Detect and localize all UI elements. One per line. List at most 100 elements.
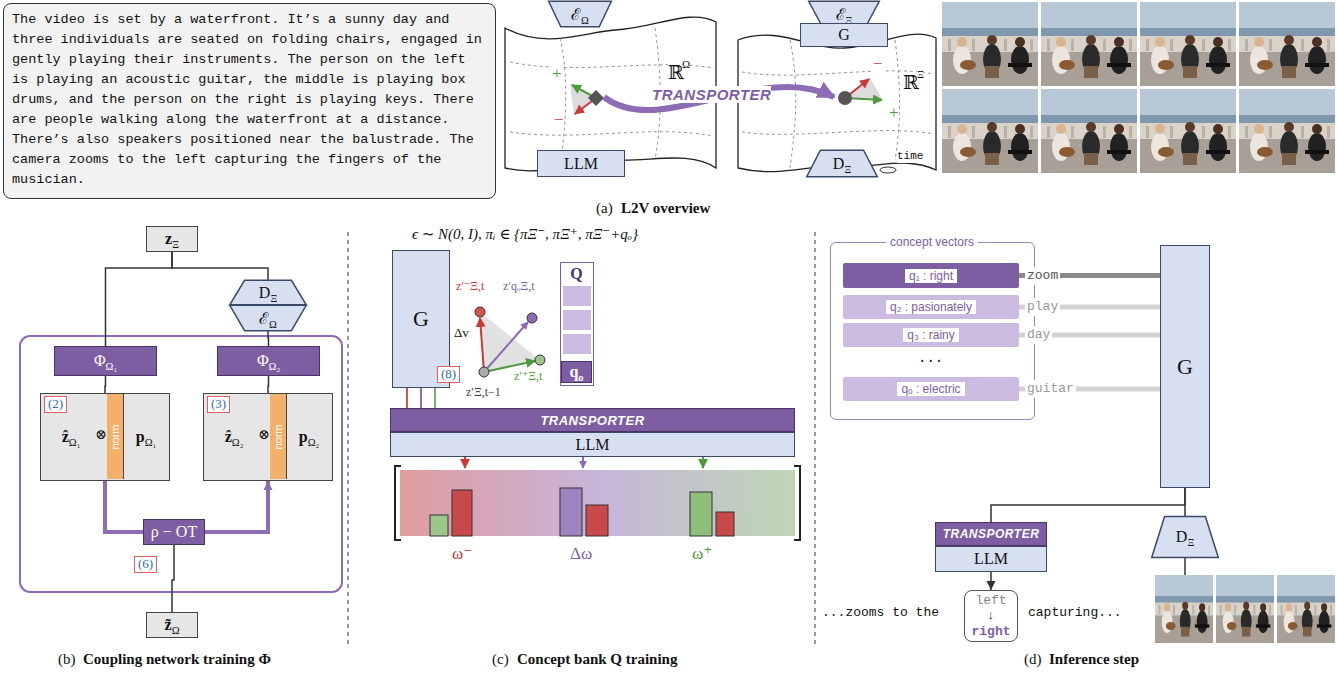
text-group: zΞ — [165, 230, 179, 248]
node-text-part: Ξ — [1187, 537, 1194, 548]
sign: + — [552, 64, 562, 84]
node-text: q₂ : pasionately — [890, 300, 972, 314]
concept-vector: q₃ : rainy — [843, 323, 1019, 347]
text-area: DΞ — [229, 280, 307, 305]
llm-box: LLM — [537, 150, 625, 177]
sentence-fragment: capturing... — [1028, 606, 1122, 621]
text-area: LLM — [936, 547, 1046, 571]
latent-points — [570, 78, 883, 116]
text-area: z̃Ω — [147, 613, 197, 637]
node-text: norm — [109, 424, 121, 449]
edge-label: play — [1025, 298, 1060, 316]
node-text-part: Ω₁ — [145, 437, 157, 448]
node-text: norm — [272, 424, 284, 449]
encoder-trapezoid: ℰΩ — [229, 305, 307, 331]
text-group: ẑΩ₁ — [62, 428, 81, 446]
concept-bank: Qqo — [560, 262, 594, 386]
node-text: q₃ : rainy — [907, 328, 955, 342]
node-text: p — [299, 428, 308, 445]
node-text: ẑ — [225, 428, 232, 445]
decoder-trapezoid: DΞ — [229, 280, 307, 305]
edge-label: zoom — [1025, 267, 1060, 285]
norm-band: norm — [107, 394, 123, 479]
text-group: norm — [272, 424, 284, 449]
text-group: q₂ : pasionately — [886, 300, 976, 314]
text-group: TRANSPORTER — [943, 527, 1040, 541]
node-text-part: Ξ — [172, 239, 179, 250]
text-group: ΦΩ₁ — [94, 352, 117, 370]
text-area: zΞ — [147, 227, 197, 251]
text-area: The video is set by a waterfront. It’s a… — [4, 4, 495, 198]
node-text: D — [259, 284, 271, 301]
callout-number: (3) — [207, 396, 230, 413]
node-text: Q — [570, 265, 582, 282]
node-text-part: right — [971, 624, 1010, 640]
connector — [991, 488, 1185, 522]
text-area: qo — [562, 362, 591, 382]
concept-bank-rows — [563, 286, 591, 354]
text-group: ẑΩ₂ — [225, 428, 244, 446]
panel-letter: (c) — [492, 651, 509, 668]
ellipsis: ... — [918, 350, 943, 366]
node-text-part: Ω₂ — [308, 437, 320, 448]
time-loop — [880, 167, 896, 173]
sign: − — [873, 54, 883, 74]
text-group: pΩ₂ — [299, 428, 319, 446]
concept-vector-selected: q₁ : right — [843, 263, 1019, 288]
connector — [105, 481, 143, 532]
node-text: concept vectors — [890, 235, 974, 249]
concept-vector: q₂ : pasionately — [843, 295, 1019, 319]
panel-separators — [348, 232, 815, 645]
text-group: ℰΩ — [259, 307, 277, 329]
edge-label: guitar — [1025, 380, 1076, 398]
text-group: concept vectors — [886, 235, 978, 249]
text-group: TRANSPORTER — [540, 413, 644, 428]
transporter-curve — [604, 87, 834, 110]
panel-title: Coupling network training Φ — [83, 651, 271, 668]
connector — [172, 252, 268, 280]
text-group: pΩ₁ — [136, 428, 156, 446]
node-text: ℰ — [571, 6, 581, 23]
text-area: ℰΩ — [548, 1, 612, 27]
text-group: ρ − OT — [151, 523, 197, 541]
node-text: LLM — [576, 436, 610, 453]
node-text-part: Ω₂ — [232, 437, 244, 448]
sign: − — [554, 110, 564, 130]
panel-letter: (b) — [58, 651, 76, 668]
node-text: G — [1177, 354, 1193, 379]
edge-label: day — [1025, 326, 1052, 344]
node-text: q₁ : right — [909, 269, 953, 283]
llm-box: LLM — [935, 546, 1047, 572]
product-symbol: ⊗ — [258, 427, 270, 443]
panel-letter: (d) — [1024, 651, 1042, 668]
score-label: ω⁻ — [452, 544, 472, 564]
output-frames — [1155, 558, 1335, 643]
equation: ϵ ∼ N(0, I), πᵢ ∈ {πΞ⁻, πΞ⁺, πΞ⁻+qₒ} — [412, 226, 638, 243]
generator-box: G — [800, 23, 888, 47]
node-text: G — [413, 306, 429, 331]
text-group: DΞ — [259, 284, 277, 302]
prompt-text-box: The video is set by a waterfront. It’s a… — [3, 3, 496, 199]
callout-number: (6) — [134, 556, 157, 573]
node-text-part: Ξ — [270, 293, 277, 304]
node-text-part: Ω₂ — [269, 361, 281, 372]
concept-vector-frame: concept vectorsq₁ : rightq₂ : pasionatel… — [830, 242, 1035, 420]
connector — [205, 481, 273, 532]
text-group: LLM — [564, 155, 598, 173]
point-label: z′qₒΞ,t — [503, 280, 534, 294]
video-frames — [942, 2, 1335, 173]
node-text-part: Ξ — [844, 164, 851, 175]
connector — [268, 331, 270, 346]
arrowhead — [264, 481, 273, 490]
connector — [987, 572, 996, 590]
node-text: The video is set by a waterfront. It’s a… — [12, 12, 482, 187]
connector — [172, 545, 174, 612]
text-group: left↓right — [971, 593, 1010, 640]
text-group: ΦΩ₂ — [257, 352, 280, 370]
space-index: Ω — [682, 58, 690, 71]
transporter-label: TRANSPORTER — [652, 86, 771, 103]
prototype-box: pΩ₁ — [123, 394, 168, 479]
connector — [435, 388, 436, 408]
